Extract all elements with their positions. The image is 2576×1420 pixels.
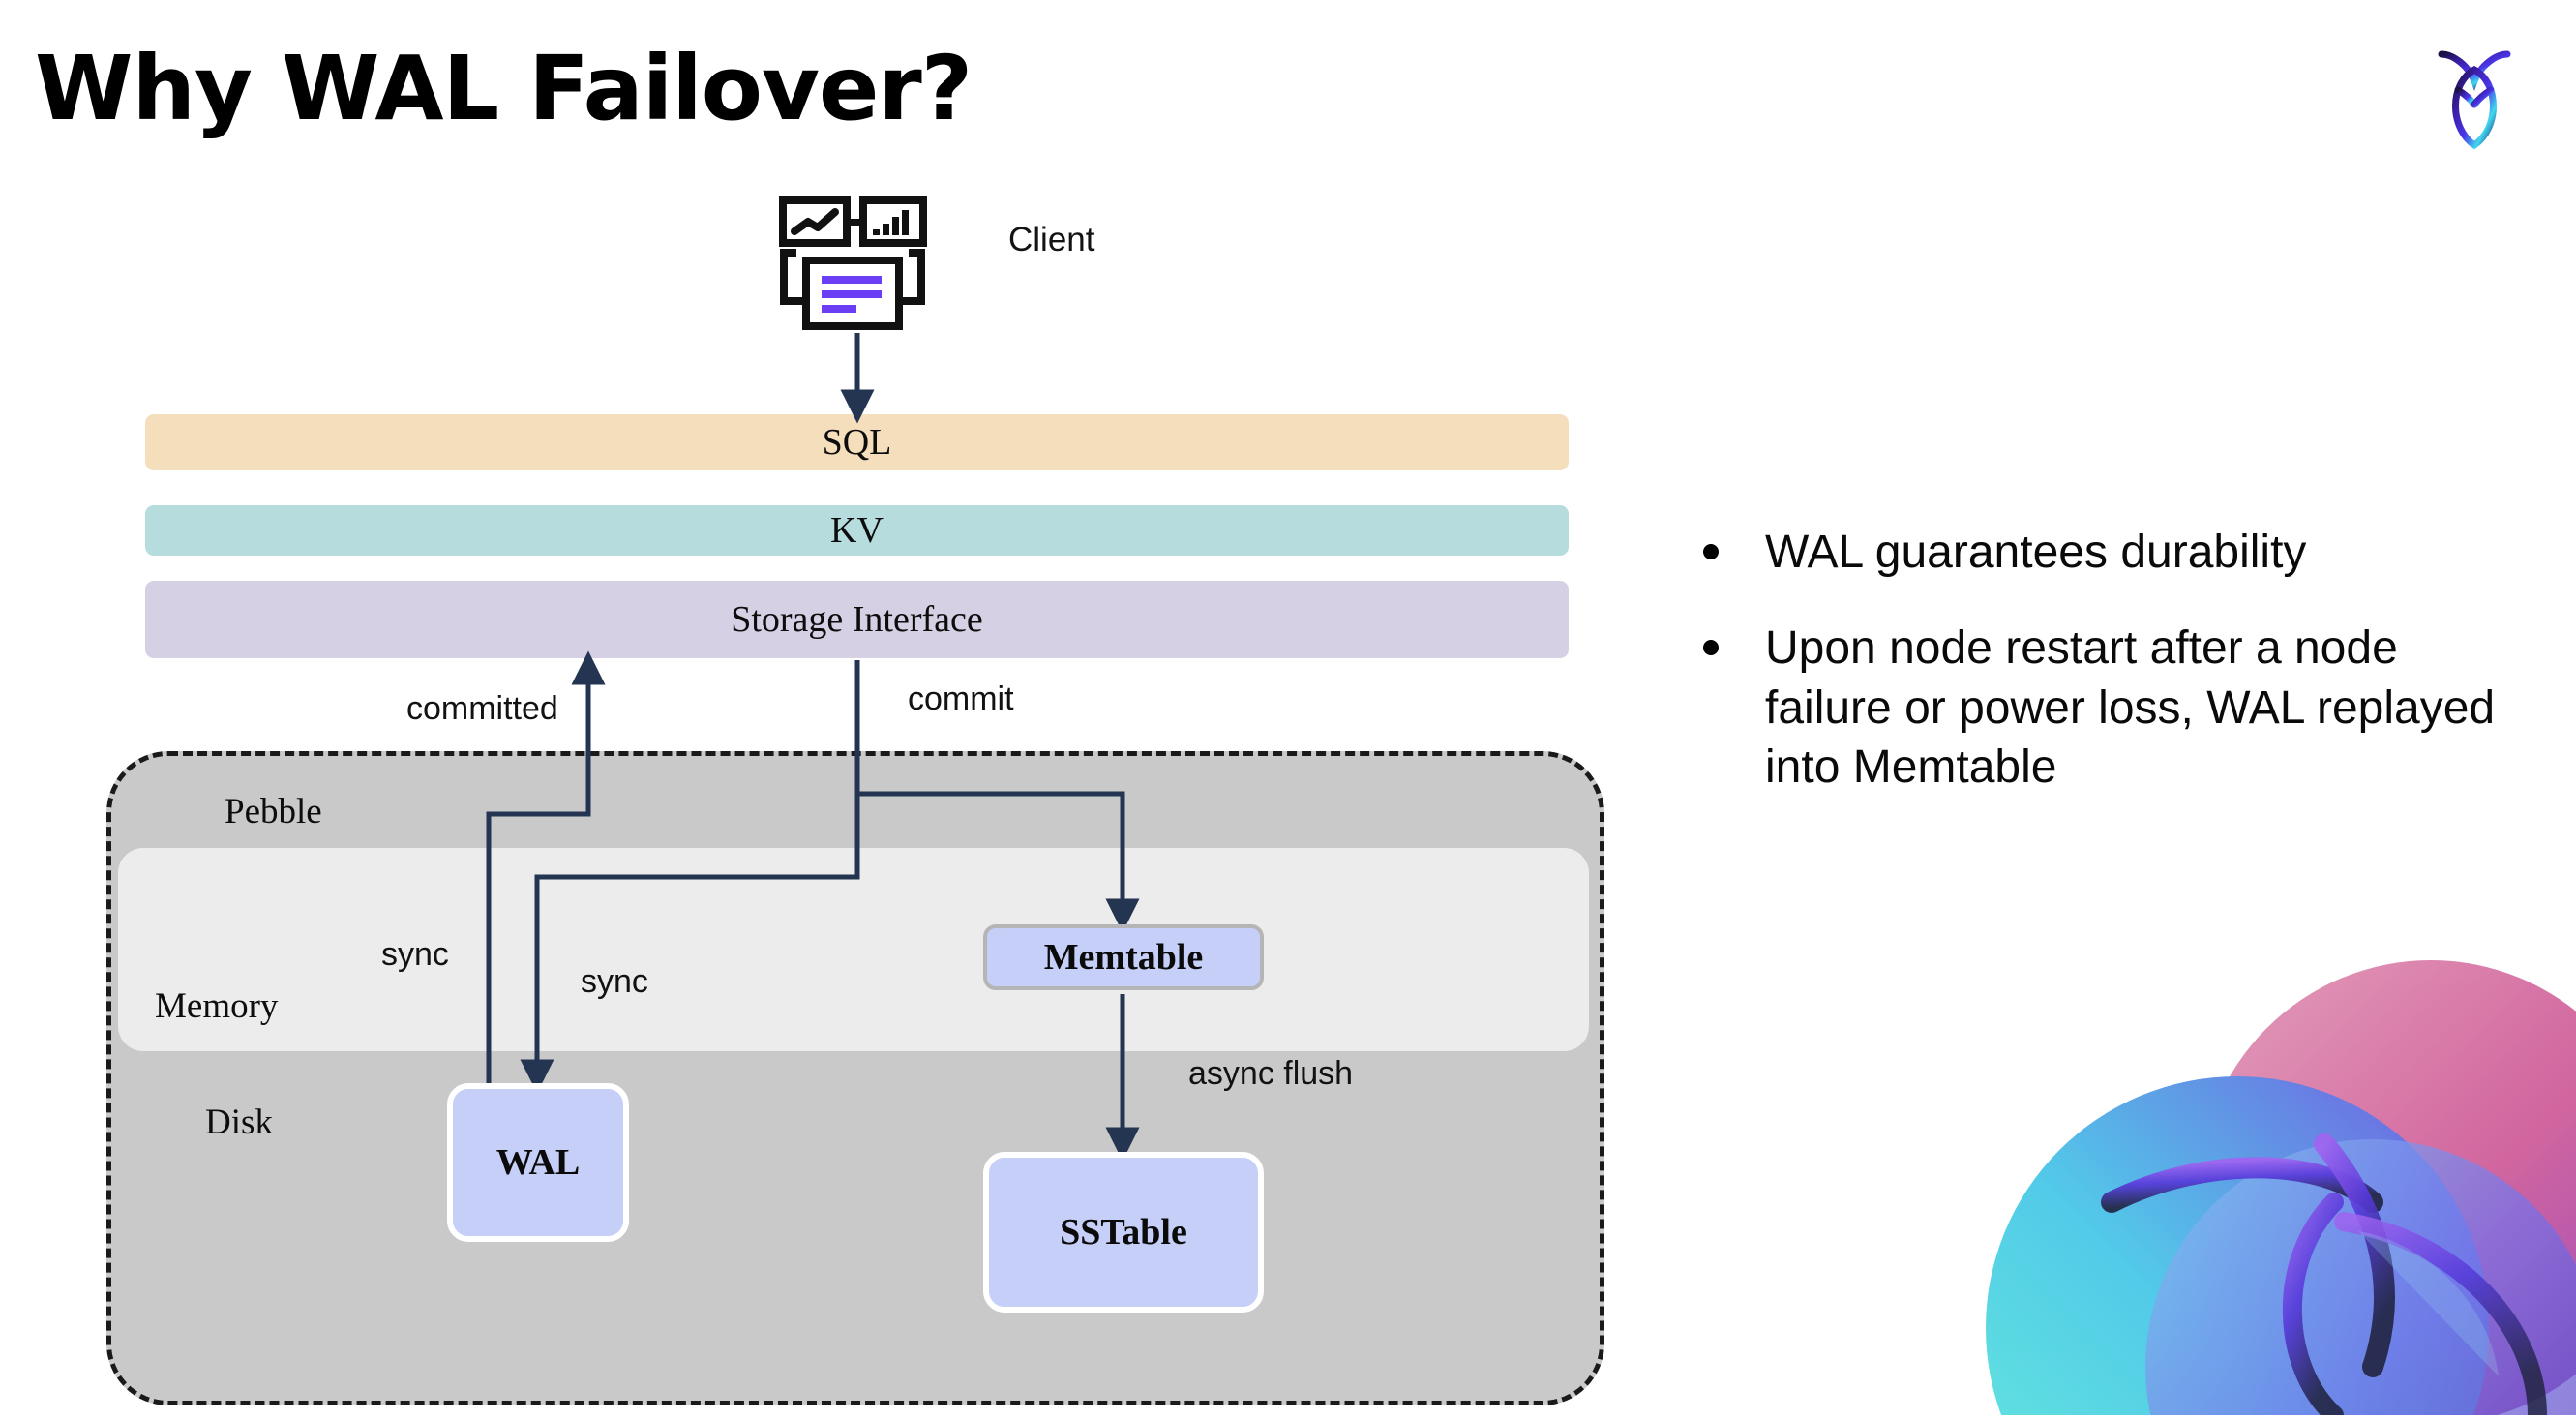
list-item: WAL guarantees durability [1703, 523, 2506, 582]
bullet-text: WAL guarantees durability [1765, 527, 2307, 578]
client-dashboard-icon [769, 189, 936, 336]
layer-bar-kv[interactable]: KV [145, 505, 1569, 556]
layer-bar-sql[interactable]: SQL [145, 414, 1569, 470]
cockroach-gradient-orb-graphic-icon [1918, 912, 2576, 1420]
bullet-dot-icon [1703, 544, 1719, 559]
cockroach-leaf-logo-icon [2407, 25, 2542, 161]
edge-label-sync-right: sync [581, 963, 648, 1000]
client-label: Client [1008, 221, 1095, 258]
node-wal-label: WAL [495, 1142, 581, 1183]
architecture-diagram: Client SQL KV Storage Interface Pebble M… [106, 189, 1604, 1405]
list-item: Upon node restart after a node failure o… [1703, 619, 2506, 797]
bullet-dot-icon [1703, 640, 1719, 656]
node-wal[interactable]: WAL [447, 1083, 629, 1242]
memory-zone-label: Memory [155, 986, 279, 1026]
edge-label-async-flush: async flush [1188, 1055, 1354, 1092]
pebble-label: Pebble [225, 792, 322, 831]
disk-zone-label: Disk [205, 1103, 273, 1142]
node-sstable[interactable]: SSTable [983, 1152, 1264, 1313]
layer-label-storage-interface: Storage Interface [731, 599, 983, 640]
edge-label-commit: commit [908, 680, 1014, 717]
page-title: Why WAL Failover? [35, 37, 973, 140]
edge-label-committed: committed [406, 690, 558, 727]
node-memtable[interactable]: Memtable [983, 924, 1264, 990]
node-sstable-label: SSTable [1060, 1212, 1187, 1253]
node-memtable-label: Memtable [1043, 937, 1204, 978]
bullet-text: Upon node restart after a node failure o… [1765, 622, 2496, 794]
layer-bar-storage-interface[interactable]: Storage Interface [145, 581, 1569, 658]
layer-label-sql: SQL [822, 422, 892, 463]
bullet-list: WAL guarantees durability Upon node rest… [1703, 523, 2506, 834]
memory-zone [118, 848, 1589, 1051]
layer-label-kv: KV [830, 510, 884, 551]
edge-label-sync-left: sync [381, 936, 449, 973]
